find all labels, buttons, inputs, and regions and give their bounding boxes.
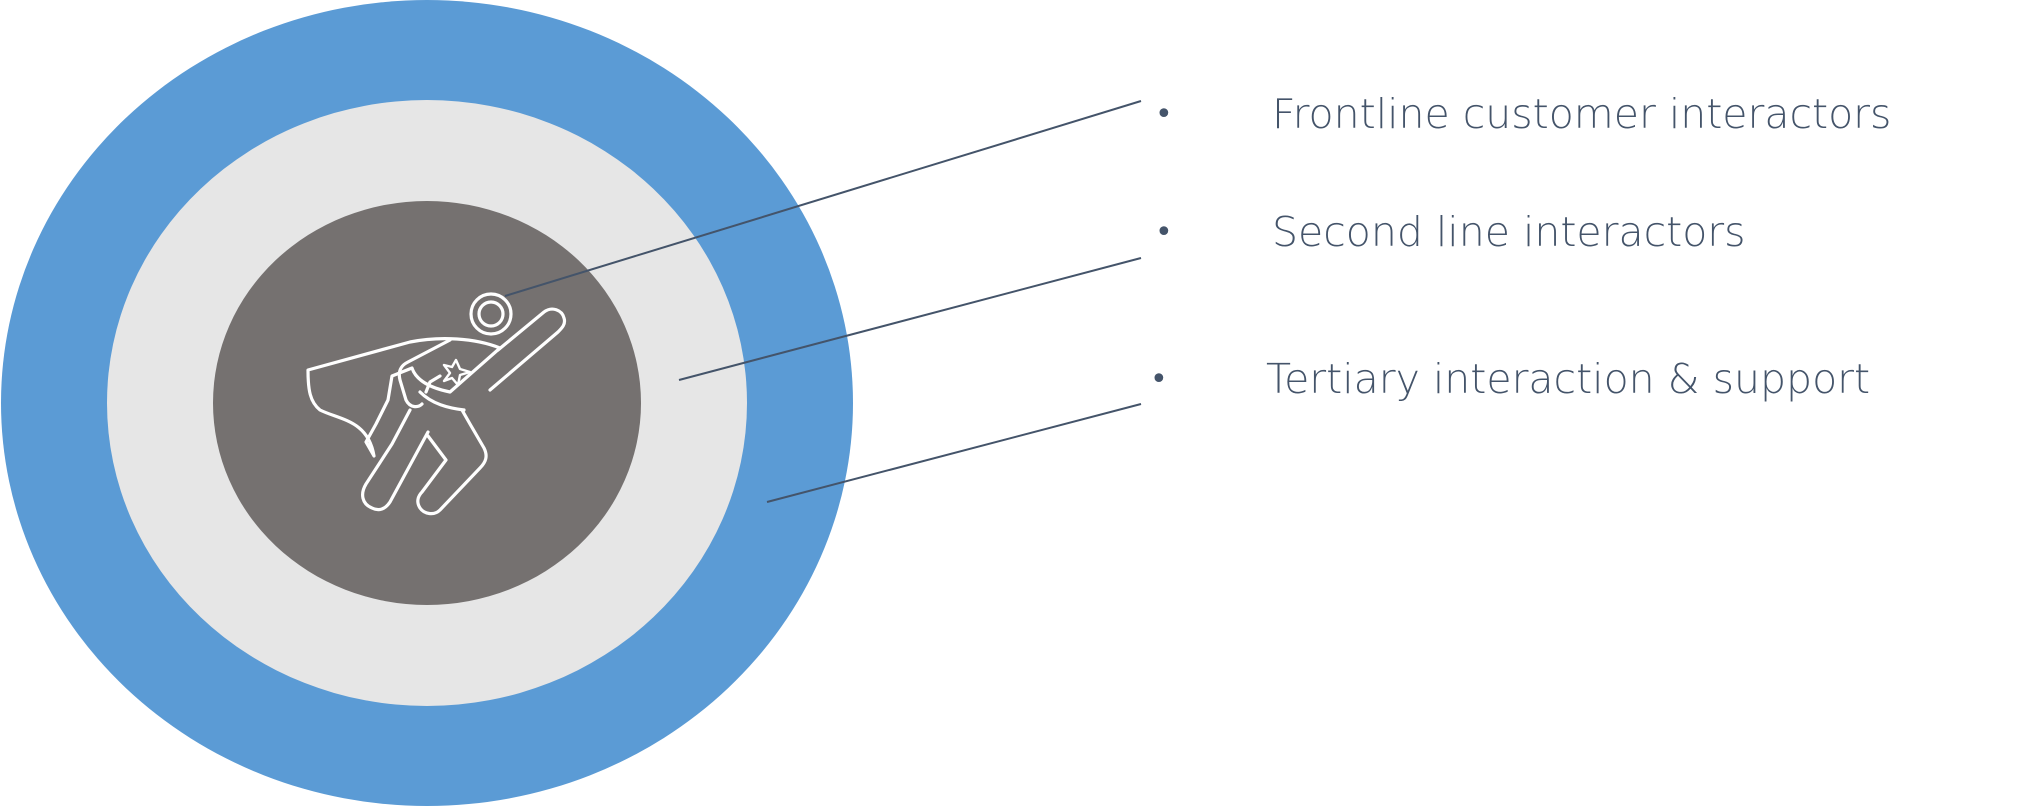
label-second-line: • Second line interactors (1155, 208, 1746, 256)
leader-line-second-line (678, 257, 1142, 381)
bullet-second-line: • (1155, 215, 1173, 250)
label-tertiary-text: Tertiary interaction & support (1266, 355, 1870, 403)
label-tertiary: • Tertiary interaction & support (1150, 355, 1870, 403)
bullet-frontline: • (1155, 97, 1173, 132)
leader-line-tertiary (766, 403, 1142, 503)
core-circle-frontline (213, 201, 641, 605)
bullet-tertiary: • (1150, 362, 1168, 397)
label-frontline-text: Frontline customer interactors (1272, 90, 1891, 138)
superhero-icon (306, 292, 567, 516)
label-frontline: • Frontline customer interactors (1155, 90, 1891, 138)
leader-line-frontline (504, 100, 1142, 297)
label-second-line-text: Second line interactors (1272, 208, 1746, 256)
